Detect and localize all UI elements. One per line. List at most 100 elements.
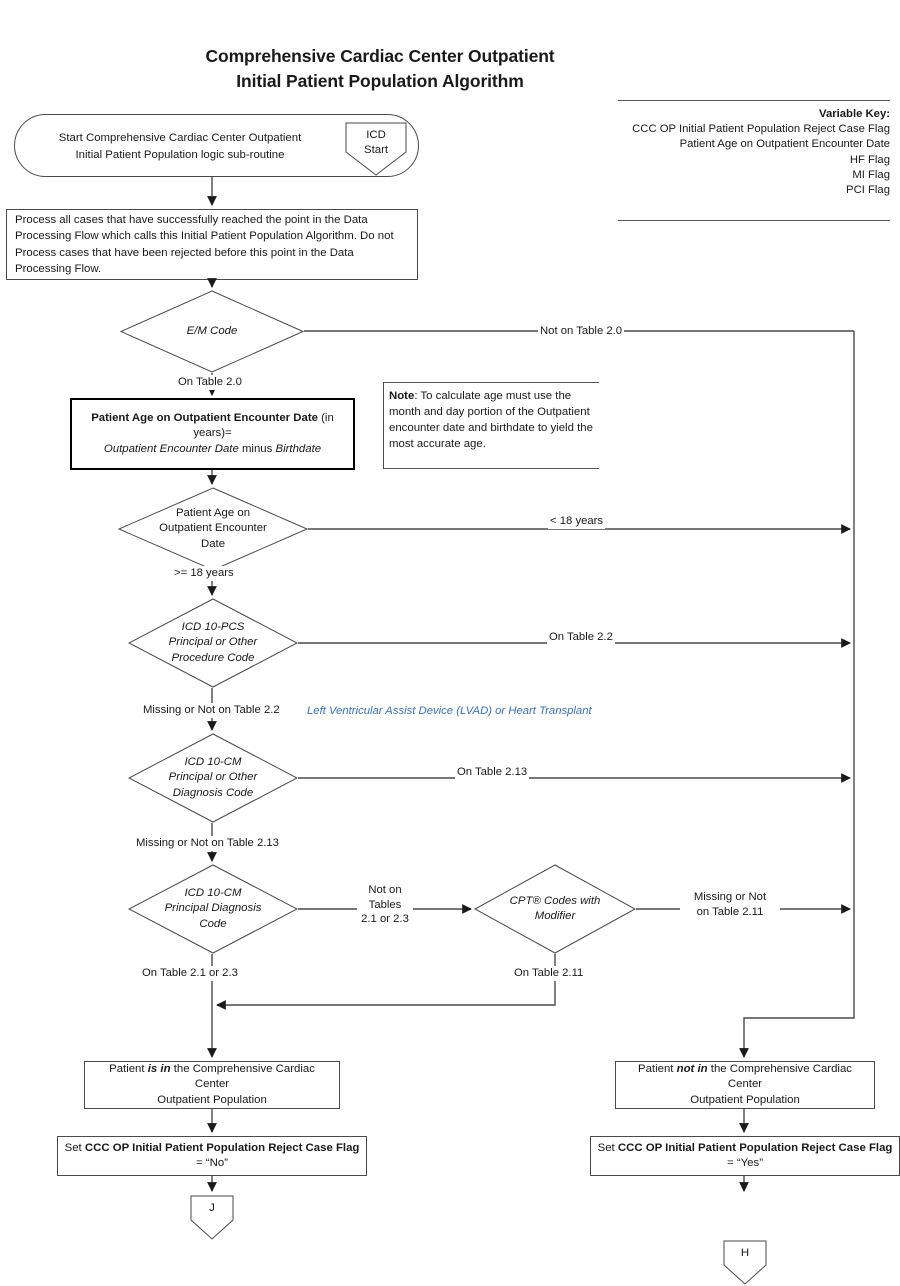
- decision-em-code: E/M Code: [120, 290, 304, 373]
- edge-label-cpt-missing-211: Missing or Not on Table 2.11: [680, 890, 780, 919]
- age-calculation-line1: Patient Age on Outpatient Encounter Date…: [78, 411, 347, 442]
- decision-patient-age-l1: Patient Age on: [175, 506, 251, 519]
- not-in-population-box: Patient not in the Comprehensive Cardiac…: [615, 1061, 875, 1109]
- exit-connector-h: H: [723, 1240, 767, 1285]
- decision-icd10cm-principal-l1: ICD 10-CM: [184, 886, 242, 899]
- age-note-box: Note: To calculate age must use the mont…: [383, 382, 599, 469]
- decision-icd10pcs-l2: Principal or Other: [168, 636, 258, 649]
- edge-label-cpt-missing-l1: Missing or Not: [693, 891, 767, 903]
- exit-connector-j-label: J: [209, 1202, 215, 1214]
- edge-label-cpt-on-table-211: On Table 2.11: [512, 966, 586, 981]
- edge-label-pcs-on-table-22: On Table 2.2: [547, 630, 615, 645]
- process-instructions-box: Process all cases that have successfully…: [6, 209, 418, 280]
- variable-key-top-rule: [618, 100, 890, 101]
- edge-label-principal-not-on-l3: 2.1 or 2.3: [361, 913, 409, 925]
- not-in-population-post: the Comprehensive Cardiac Center: [707, 1062, 852, 1091]
- pentagon-icon: [190, 1195, 234, 1240]
- age-calculation-operand-a: Outpatient Encounter Date: [103, 442, 239, 455]
- variable-key-item-1: Patient Age on Outpatient Encounter Date: [679, 138, 890, 151]
- edge-label-pcs-missing: Missing or Not on Table 2.2: [141, 703, 282, 718]
- set-flag-yes-line2: = “Yes”: [727, 1157, 763, 1169]
- start-terminator: Start Comprehensive Cardiac Center Outpa…: [14, 114, 419, 177]
- variable-key-item-4: PCI Flag: [846, 184, 890, 197]
- icd-start-line-2: Start: [363, 144, 389, 156]
- decision-icd10cm-principal-l3: Code: [199, 917, 227, 930]
- set-flag-no-box: Set CCC OP Initial Patient Population Re…: [57, 1136, 367, 1176]
- age-calculation-operand-b: Birthdate: [275, 442, 322, 455]
- diamond-icon: [474, 864, 636, 954]
- start-line-2: Initial Patient Population logic sub-rou…: [75, 148, 285, 161]
- start-terminator-text: Start Comprehensive Cardiac Center Outpa…: [15, 115, 345, 178]
- edge-label-em-not-on-table: Not on Table 2.0: [538, 324, 625, 339]
- set-flag-yes-line1: Set CCC OP Initial Patient Population Re…: [598, 1141, 893, 1157]
- decision-icd10cm-principal: ICD 10-CM Principal Diagnosis Code: [128, 864, 298, 954]
- not-in-population-line2: Outpatient Population: [690, 1093, 800, 1106]
- edge-label-principal-not-on-l2: Tables: [368, 898, 402, 911]
- set-flag-yes-variable: CCC OP Initial Patient Population Reject…: [617, 1141, 893, 1154]
- decision-icd10cm-principal-l2: Principal Diagnosis: [164, 902, 262, 915]
- edge-reject-rail: [739, 331, 855, 1058]
- variable-key: Variable Key: CCC OP Initial Patient Pop…: [618, 100, 890, 222]
- exit-connector-h-label: H: [740, 1247, 750, 1259]
- edge-label-cm-on-table-213: On Table 2.13: [455, 765, 530, 780]
- process-instructions-text: Process all cases that have successfully…: [15, 213, 394, 276]
- diamond-icon: [128, 864, 298, 954]
- page-title-line1: Comprehensive Cardiac Center Outpatient: [205, 46, 555, 66]
- decision-icd10cm-any-label: ICD 10-CM Principal or Other Diagnosis C…: [128, 733, 298, 823]
- set-flag-no-line1: Set CCC OP Initial Patient Population Re…: [65, 1141, 360, 1157]
- decision-icd10cm-principal-label: ICD 10-CM Principal Diagnosis Code: [128, 864, 298, 954]
- decision-patient-age-l2: Outpatient Encounter: [159, 522, 267, 535]
- edge-label-principal-not-on-l1: Not on: [368, 884, 402, 896]
- not-in-population-line1: Patient not in the Comprehensive Cardiac…: [622, 1062, 868, 1093]
- edge-label-principal-not-on-tables: Not on Tables 2.1 or 2.3: [357, 883, 413, 927]
- decision-patient-age-label: Patient Age on Outpatient Encounter Date: [118, 487, 308, 571]
- diamond-icon: [128, 733, 298, 823]
- icd-start-line-1: ICD: [366, 129, 386, 141]
- in-population-line1: Patient is in the Comprehensive Cardiac …: [91, 1062, 333, 1093]
- not-in-population-pre: Patient: [638, 1062, 677, 1075]
- age-calculation-operator: minus: [238, 442, 276, 455]
- note-bottom-rule: [383, 468, 599, 469]
- decision-icd10pcs-label: ICD 10-PCS Principal or Other Procedure …: [128, 598, 298, 688]
- edge-label-age-under-18: < 18 years: [548, 514, 606, 529]
- age-calculation-units: (in years)=: [193, 411, 334, 440]
- age-calculation-box: Patient Age on Outpatient Encounter Date…: [70, 398, 355, 470]
- set-flag-no-prefix: Set: [64, 1141, 85, 1154]
- decision-cpt-modifier-l2: Modifier: [534, 910, 576, 922]
- decision-icd10pcs-l3: Procedure Code: [171, 651, 255, 664]
- annotation-lvad: Left Ventricular Assist Device (LVAD) or…: [307, 705, 592, 717]
- edge-label-cm-missing-213: Missing or Not on Table 2.13: [134, 836, 281, 851]
- in-population-line2: Outpatient Population: [157, 1093, 267, 1106]
- set-flag-no-variable: CCC OP Initial Patient Population Reject…: [84, 1141, 360, 1154]
- page-title-line2: Initial Patient Population Algorithm: [236, 71, 524, 91]
- decision-patient-age: Patient Age on Outpatient Encounter Date: [118, 487, 308, 571]
- decision-icd10cm-any-l3: Diagnosis Code: [172, 786, 254, 799]
- in-population-box: Patient is in the Comprehensive Cardiac …: [84, 1061, 340, 1109]
- variable-key-item-2: HF Flag: [849, 153, 890, 166]
- set-flag-no-line2: = “No”: [196, 1157, 228, 1169]
- age-calculation-line2: Outpatient Encounter Date minus Birthdat…: [78, 442, 347, 458]
- diamond-icon: [120, 290, 304, 373]
- variable-key-heading: Variable Key:: [819, 108, 890, 120]
- variable-key-item-3: MI Flag: [852, 168, 890, 181]
- in-population-post: the Comprehensive Cardiac Center: [170, 1062, 315, 1091]
- exit-connector-j: J: [190, 1195, 234, 1240]
- variable-key-bottom-rule: [618, 220, 890, 222]
- age-calculation-variable: Patient Age on Outpatient Encounter Date: [91, 411, 318, 424]
- edge-cpt-on-table-211: [216, 954, 556, 1010]
- page-title: Comprehensive Cardiac Center Outpatient …: [0, 44, 760, 94]
- note-text: Note: To calculate age must use the mont…: [389, 388, 593, 452]
- edge-label-em-on-table: On Table 2.0: [176, 375, 244, 390]
- diamond-icon: [128, 598, 298, 688]
- set-flag-yes-prefix: Set: [597, 1141, 618, 1154]
- decision-cpt-modifier-l1: CPT® Codes with: [509, 894, 601, 907]
- decision-icd10cm-any-l2: Principal or Other: [168, 771, 258, 784]
- decision-icd10pcs: ICD 10-PCS Principal or Other Procedure …: [128, 598, 298, 688]
- decision-em-code-label: E/M Code: [186, 324, 238, 337]
- note-body: : To calculate age must use the month an…: [389, 390, 593, 450]
- not-in-population-emphasis: not in: [676, 1062, 708, 1075]
- edge-label-cpt-missing-l2: on Table 2.11: [696, 905, 764, 918]
- decision-icd10pcs-l1: ICD 10-PCS: [181, 620, 245, 633]
- decision-cpt-modifier: CPT® Codes with Modifier: [474, 864, 636, 954]
- pentagon-icon: [345, 122, 407, 176]
